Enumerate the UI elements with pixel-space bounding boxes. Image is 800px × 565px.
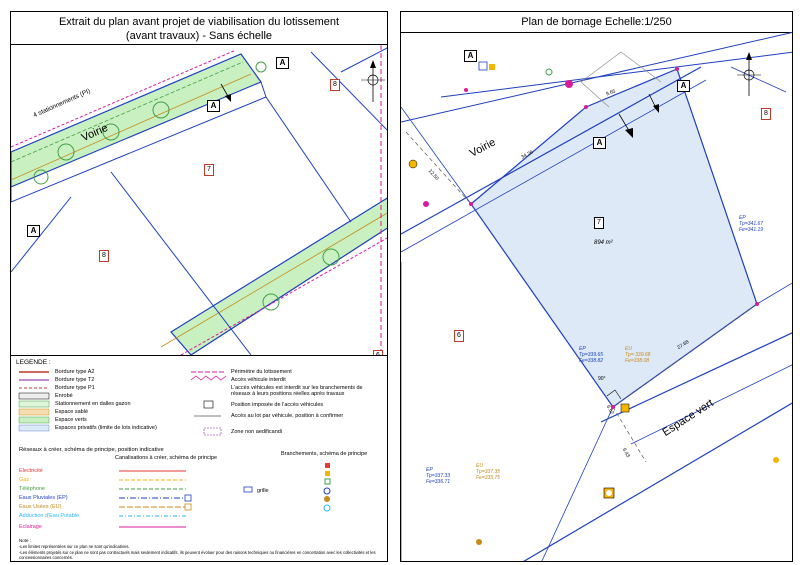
right-ep-top-right-l1: EP bbox=[739, 215, 746, 221]
legend-network-eu: Eaux Usées (EU) bbox=[19, 504, 62, 510]
right-title: Plan de bornage Echelle:1/250 bbox=[521, 16, 672, 28]
legend-networks-title: Réseaux à créer, schéma de principe, pos… bbox=[19, 447, 164, 453]
right-access-marker-3: A bbox=[677, 80, 690, 92]
right-ep-mid-l1: EP bbox=[579, 346, 586, 352]
legend-item-enrobe: Enrobé bbox=[55, 393, 73, 399]
right-ep-bottom-l1: EP bbox=[426, 467, 433, 473]
right-lot-number: 7 bbox=[594, 217, 604, 229]
legend-note-1: -Les limites représentées sur ce plan ne… bbox=[19, 544, 130, 549]
legend-grille-label: grille bbox=[257, 488, 269, 494]
right-ep-bottom-l2: Tp=337.33 bbox=[426, 473, 451, 479]
legend-symbols bbox=[18, 371, 331, 528]
legend-branchements-title: Branchements, schéma de principe bbox=[281, 451, 368, 457]
right-angle-label: 90° bbox=[598, 376, 606, 382]
right-map-drawing bbox=[401, 31, 792, 561]
right-eu-bottom-l3: Fe=335.75 bbox=[476, 475, 501, 481]
right-eu-mid-l3: Fe=338.08 bbox=[625, 358, 650, 364]
left-plan-panel: Extrait du plan avant projet de viabilis… bbox=[10, 11, 388, 562]
legend-item-bordure-t2: Bordure type T2 bbox=[55, 377, 95, 383]
legend-network-aep: Adduction d'Eau Potable bbox=[19, 513, 80, 519]
left-access-marker-1: A bbox=[207, 100, 220, 112]
right-eu-mid-l2: Tp= 339.68 bbox=[625, 352, 651, 358]
left-title-separator bbox=[11, 44, 387, 45]
legend-item-espace-sable: Espace sablé bbox=[55, 409, 89, 415]
legend: LEGENDE : bbox=[11, 355, 387, 561]
legend-title: LEGENDE : bbox=[16, 359, 51, 366]
legend-network-electricite: Electricité bbox=[19, 468, 43, 474]
legend-item-bordure-p1: Bordure type P1 bbox=[55, 385, 95, 391]
right-plan-panel: Plan de bornage Echelle:1/250 bbox=[400, 11, 793, 562]
legend-item-perimetre: Périmètre du lotissement bbox=[231, 369, 292, 375]
left-lot-label-8: 8 bbox=[99, 250, 109, 262]
right-ep-top-right: EP Tp=341.67 Fe=341.19 bbox=[739, 215, 763, 233]
left-title-line2: (avant travaux) - Sans échelle bbox=[125, 30, 273, 42]
legend-canalisations-title: Canalisations à créer, schéma de princip… bbox=[115, 455, 218, 461]
legend-note-label: Note : bbox=[19, 538, 32, 543]
right-ep-bottom: EP Tp=337.33 Fe=336.71 bbox=[426, 467, 450, 485]
right-eu-bottom-l1: EU bbox=[476, 463, 483, 469]
left-title-line1: Extrait du plan avant projet de viabilis… bbox=[58, 16, 340, 28]
left-access-marker-3: A bbox=[276, 57, 289, 69]
right-lot-label-8: 8 bbox=[761, 108, 771, 120]
legend-item-stationnement: Stationnement en dalles gazon bbox=[55, 401, 131, 407]
right-title-separator bbox=[401, 32, 792, 33]
legend-network-telephone: Téléphone bbox=[19, 486, 45, 492]
left-lot-label-top: 8 bbox=[330, 79, 340, 91]
left-lot-label-7: 7 bbox=[204, 164, 214, 176]
legend-item-espaces-privatifs: Espaces privatifs (limite de lots indica… bbox=[55, 425, 157, 431]
left-map-drawing bbox=[11, 45, 387, 355]
right-ep-mid-l2: Tp=339.65 bbox=[579, 352, 604, 358]
right-lot-area: 894 m² bbox=[594, 240, 613, 246]
right-ep-top-right-l3: Fe=341.19 bbox=[739, 227, 764, 233]
right-ep-bottom-l3: Fe=336.71 bbox=[426, 479, 451, 485]
legend-item-zone-non-aedificandi: Zone non aedificandi bbox=[231, 429, 283, 435]
right-access-marker-2: A bbox=[593, 137, 606, 149]
right-eu-mid-l1: EU bbox=[625, 346, 632, 352]
legend-item-espace-verts: Espace verts bbox=[55, 417, 87, 423]
right-access-marker-1: A bbox=[464, 50, 477, 62]
legend-item-position-imposee: Position imposée de l'accès véhicules bbox=[231, 402, 324, 408]
legend-item-acces-branchements: L'accès véhicules est interdit sur les b… bbox=[231, 385, 363, 397]
right-ep-mid-l3: Fe=338.82 bbox=[579, 358, 604, 364]
right-eu-bottom: EU Tp=337.35 Fe=335.75 bbox=[476, 463, 500, 481]
right-lot-label-6: 6 bbox=[454, 330, 464, 342]
legend-item-acces-interdit: Accès véhicule interdit bbox=[231, 377, 286, 383]
right-eu-mid: EU Tp= 339.68 Fe=338.08 bbox=[625, 346, 650, 364]
legend-item-acces-lot: Accès au lot par véhicule, position à co… bbox=[231, 413, 344, 419]
left-access-marker-2: A bbox=[27, 225, 40, 237]
right-ep-top-right-l2: Tp=341.67 bbox=[739, 221, 764, 227]
legend-network-ep: Eaux Pluviales (EP) bbox=[19, 495, 68, 501]
right-ep-mid: EP Tp=339.65 Fe=338.82 bbox=[579, 346, 603, 364]
legend-note-2: -Les éléments projetés sur ce plan ne so… bbox=[19, 550, 376, 560]
right-eu-bottom-l2: Tp=337.35 bbox=[476, 469, 501, 475]
legend-network-eclairage: Eclairage bbox=[19, 524, 42, 530]
legend-item-bordure-a2: Bordure type A2 bbox=[55, 369, 95, 375]
legend-network-gaz: Gaz bbox=[19, 477, 30, 483]
